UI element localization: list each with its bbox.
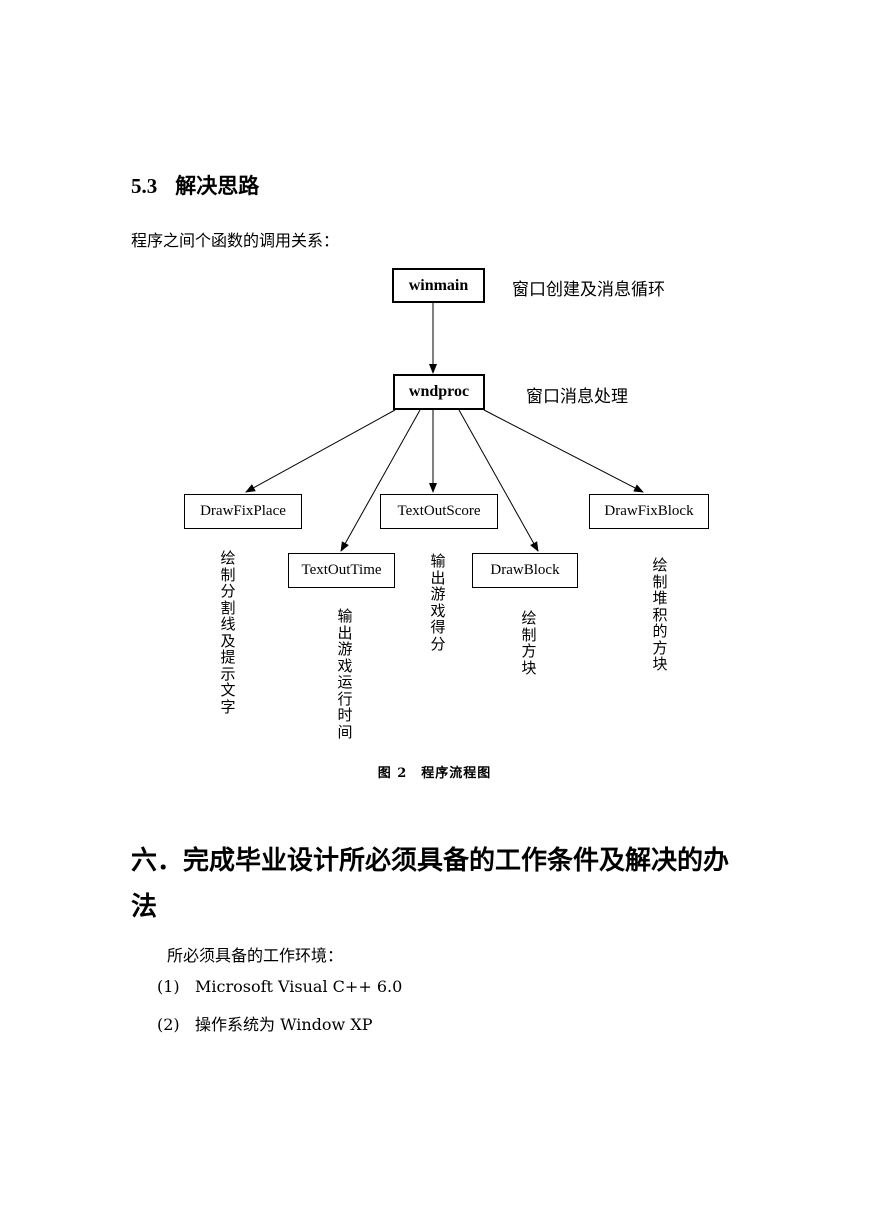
- list-text: 操作系统为 Window XP: [195, 1015, 373, 1034]
- list-item: (1) Microsoft Visual C++ 6.0: [157, 977, 402, 996]
- node-wndproc: wndproc: [393, 374, 485, 410]
- list-text: Microsoft Visual C++ 6.0: [195, 977, 403, 996]
- node-drawblock: DrawBlock: [472, 553, 578, 588]
- note-drawfixplace: 绘制分割线及提示文字: [220, 549, 236, 716]
- note-drawblock: 绘制方块: [521, 609, 537, 677]
- list-item: (2) 操作系统为 Window XP: [157, 1011, 373, 1035]
- note-textouttime: 输出游戏运行时间: [337, 607, 353, 741]
- node-drawfixplace: DrawFixPlace: [184, 494, 302, 529]
- section-title: 解决思路: [175, 174, 260, 198]
- list-marker: (2): [157, 1015, 180, 1034]
- env-intro: 所必须具备的工作环境：: [167, 946, 344, 965]
- list-marker: (1): [157, 977, 180, 996]
- node-drawfixblock: DrawFixBlock: [589, 494, 709, 529]
- section-heading: 5.3 解决思路: [131, 170, 259, 200]
- section-number: 5.3: [131, 174, 158, 198]
- intro-text: 程序之间个函数的调用关系：: [131, 231, 340, 250]
- flowchart-connectors: [245, 303, 644, 552]
- arrow-wndproc-textouttime: [340, 409, 421, 552]
- note-drawfixblock: 绘制堆积的方块: [652, 556, 668, 673]
- note-textoutscore: 输出游戏得分: [430, 552, 446, 653]
- arrow-wndproc-drawfixplace: [245, 409, 396, 493]
- node-textoutscore: TextOutScore: [380, 494, 498, 529]
- note-winmain: 窗口创建及消息循环: [512, 280, 665, 300]
- node-winmain: winmain: [392, 268, 485, 303]
- chapter-heading: 六．完成毕业设计所必须具备的工作条件及解决的办法: [131, 846, 730, 922]
- figure-caption: 图 2 程序流程图: [377, 766, 492, 781]
- arrow-wndproc-drawfixblock: [483, 409, 644, 493]
- note-wndproc: 窗口消息处理: [526, 387, 628, 407]
- node-textouttime: TextOutTime: [288, 553, 395, 588]
- arrow-wndproc-drawblock: [458, 409, 539, 552]
